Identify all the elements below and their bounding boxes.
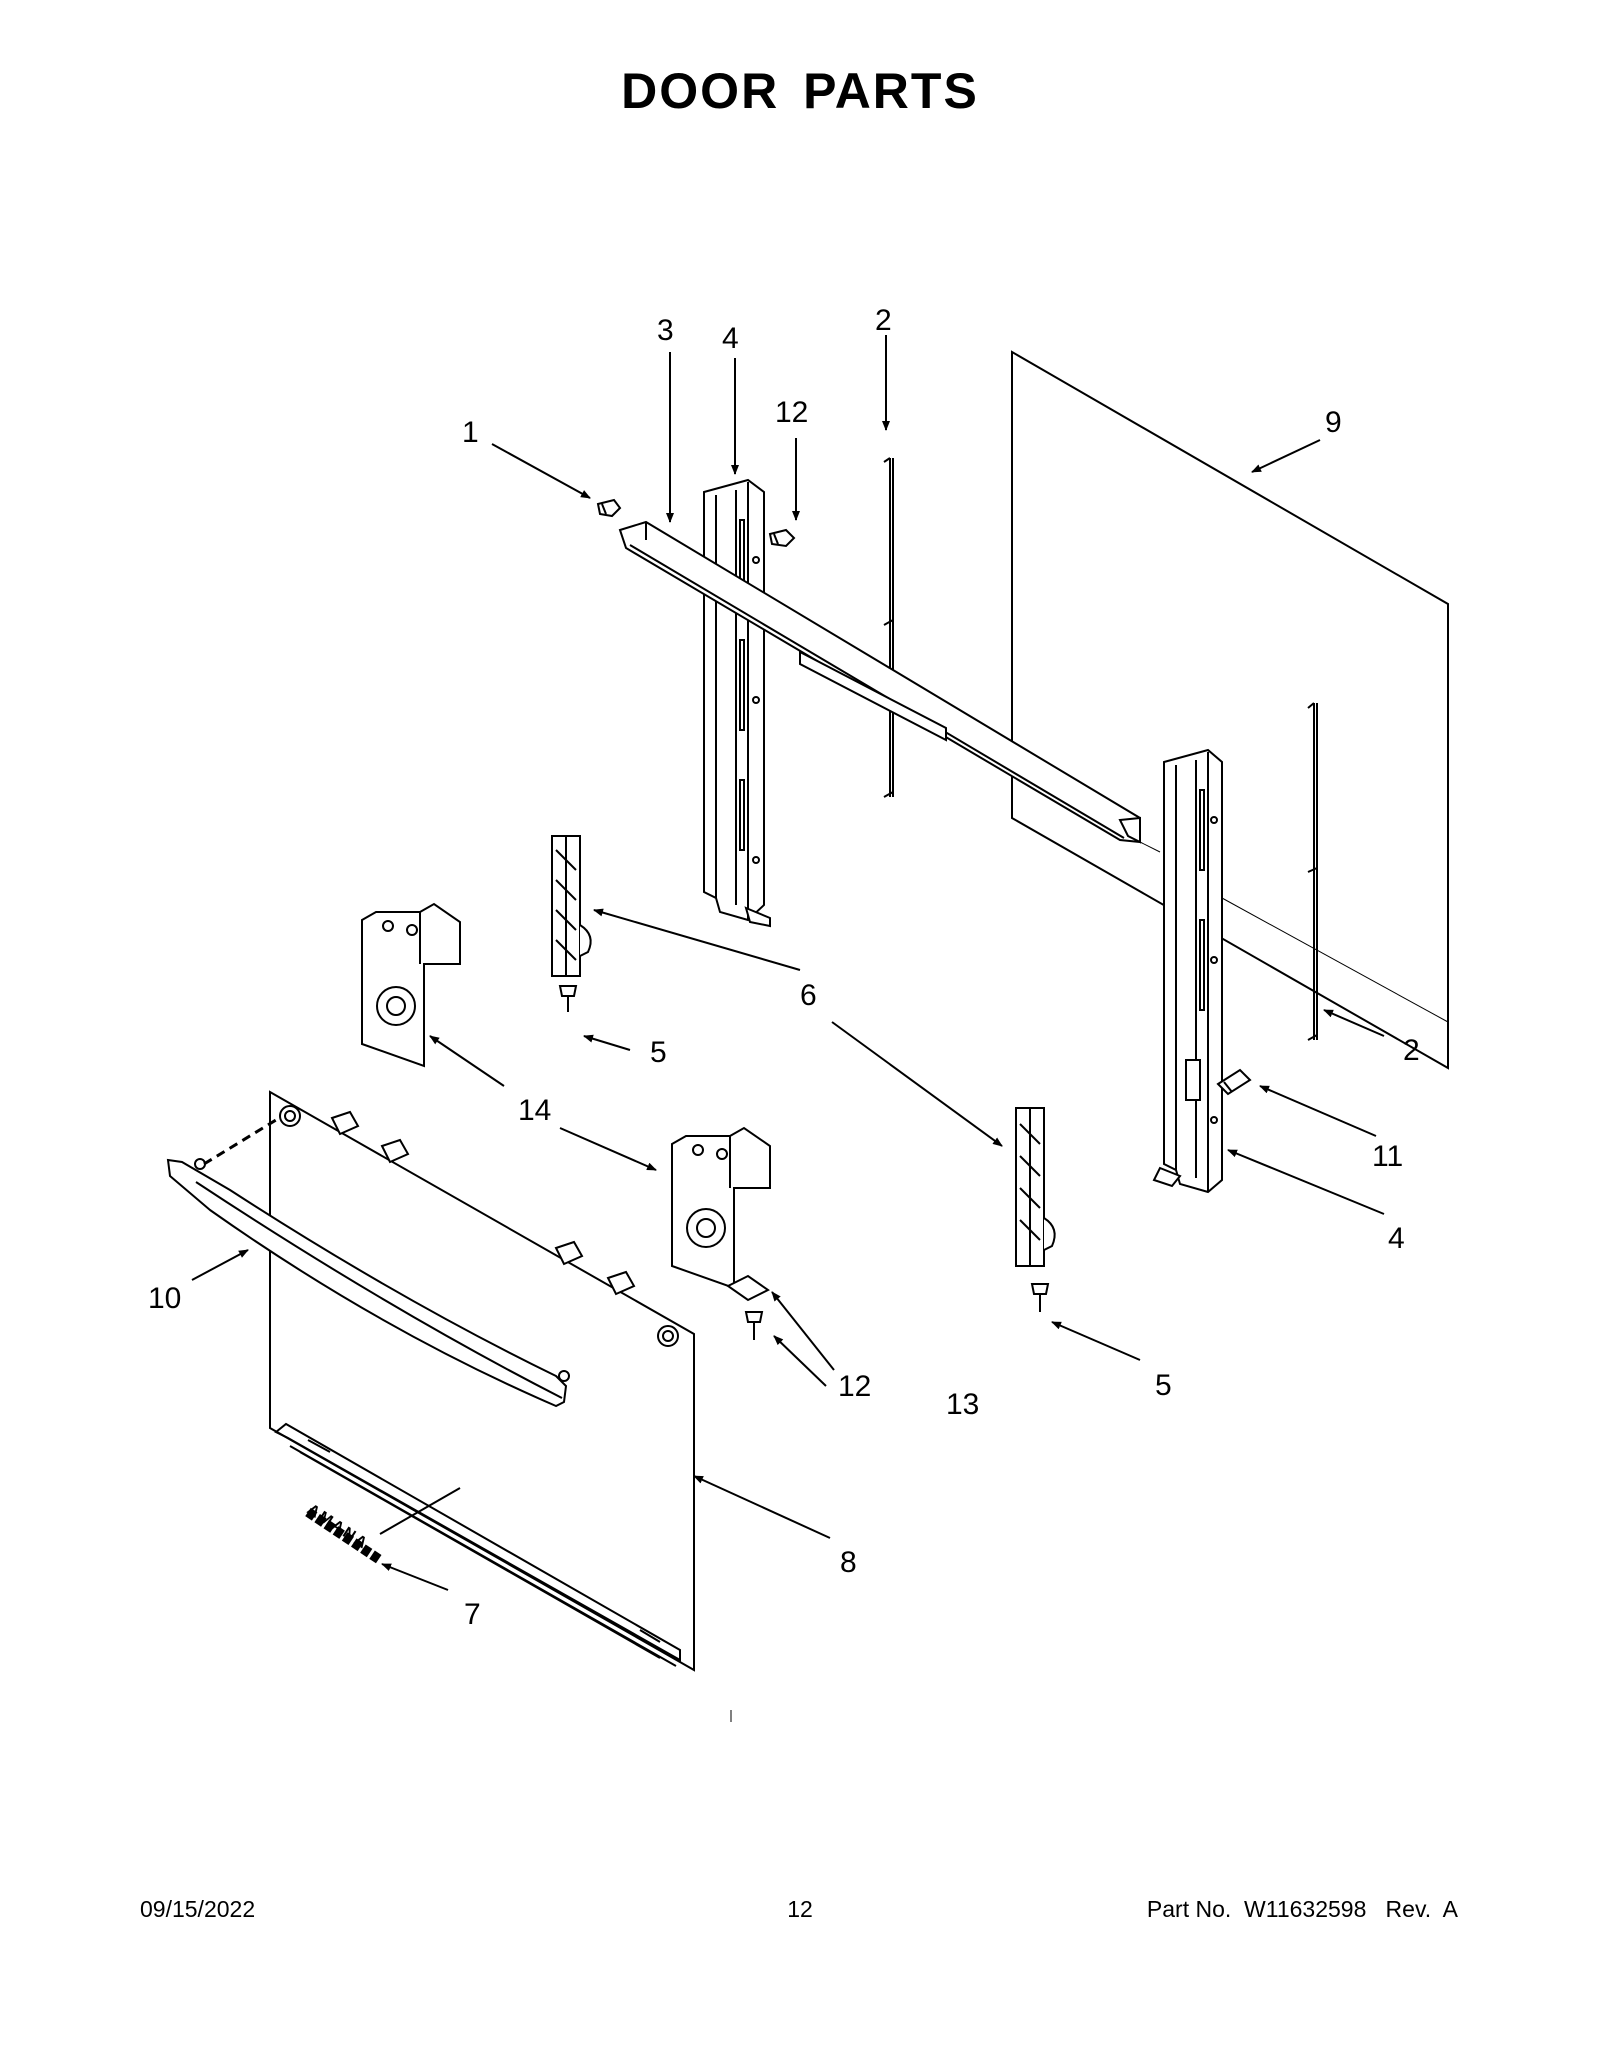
callout-8: 8 xyxy=(840,1546,857,1579)
screw-5-right xyxy=(1030,1283,1050,1312)
callout-5-left: 5 xyxy=(650,1036,667,1069)
footer-date: 09/15/2022 xyxy=(140,1896,256,1922)
screw-11 xyxy=(1216,1068,1252,1096)
screw-12-upper xyxy=(768,528,796,548)
callout-12-top: 12 xyxy=(775,396,808,429)
footer-part-number: Part No. W11632598 Rev. A xyxy=(1146,1896,1458,1922)
door-hinge-right xyxy=(1015,1107,1056,1267)
retainer-clip xyxy=(726,1274,770,1302)
handle-dashed-line xyxy=(203,1118,277,1166)
wire-bracket-lower xyxy=(1307,702,1318,1041)
top-door-trim xyxy=(618,520,1141,844)
callout-10: 10 xyxy=(148,1282,181,1315)
callout-7: 7 xyxy=(464,1598,481,1631)
callout-1: 1 xyxy=(462,416,479,449)
callout-12-bottom: 12 xyxy=(838,1370,871,1403)
logo-badge xyxy=(305,1507,383,1565)
screw-5-left xyxy=(558,985,578,1012)
callout-4-bottom: 4 xyxy=(1388,1222,1405,1255)
logo-badge-text: AMANA xyxy=(304,1501,372,1553)
callout-9: 9 xyxy=(1325,406,1342,439)
inner-glass-panel xyxy=(1011,350,1449,1070)
callout-3: 3 xyxy=(657,314,674,347)
door-side-channel-right xyxy=(1152,748,1223,1194)
callout-13: 13 xyxy=(946,1388,979,1421)
callout-14: 14 xyxy=(518,1094,551,1127)
screw-1 xyxy=(596,498,622,518)
callout-2-top: 2 xyxy=(875,304,892,337)
callout-6: 6 xyxy=(800,979,817,1012)
callout-4-top: 4 xyxy=(722,322,739,355)
callout-2-right: 2 xyxy=(1403,1034,1420,1067)
door-hinge-left xyxy=(551,835,592,977)
callout-11: 11 xyxy=(1372,1140,1403,1173)
hinge-receptacle-upper xyxy=(361,902,461,1068)
leader-lines xyxy=(191,335,1385,1591)
screw-12-lower xyxy=(744,1311,764,1340)
wire-bracket-upper xyxy=(883,457,894,798)
callout-5-right: 5 xyxy=(1155,1369,1172,1402)
hinge-receptacle-lower xyxy=(671,1126,771,1290)
callout-labels: 1 2 3 4 12 9 6 5 2 14 5 11 4 10 12 13 5 … xyxy=(148,304,1420,1631)
door-side-channel-left xyxy=(703,478,771,928)
door-handle xyxy=(166,1158,570,1408)
page-title: DOOR PARTS xyxy=(621,63,979,119)
outer-door-glass xyxy=(269,1090,695,1672)
footer-page-number: 12 xyxy=(787,1896,813,1922)
